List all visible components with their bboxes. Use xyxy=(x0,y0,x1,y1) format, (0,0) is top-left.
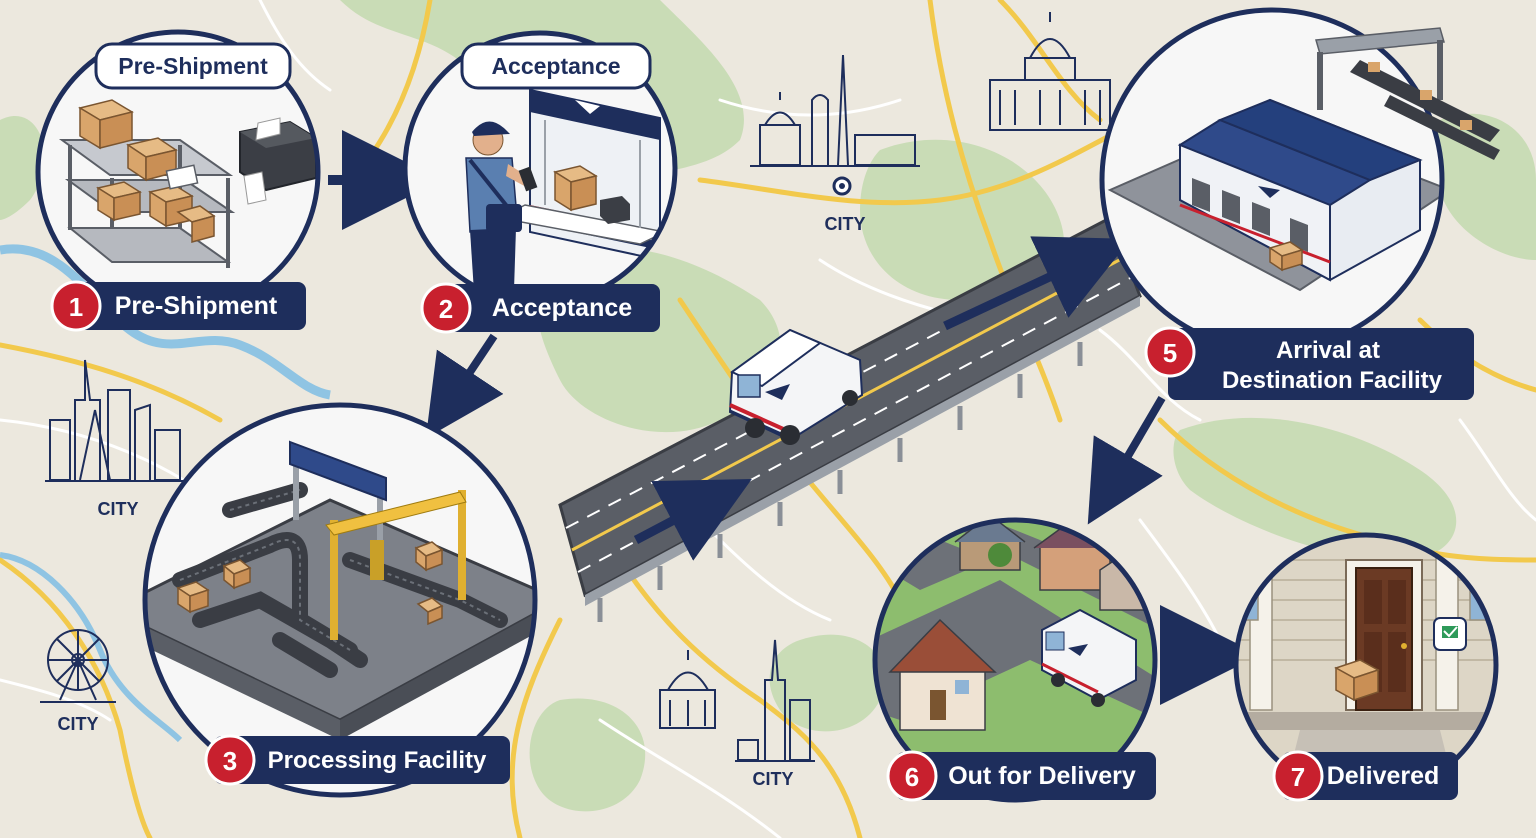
step-6-out-for-delivery: 6 Out for Delivery xyxy=(872,517,1158,803)
step-7-label: Delivered xyxy=(1327,762,1440,790)
svg-text:Acceptance: Acceptance xyxy=(491,53,620,79)
svg-text:Pre-Shipment: Pre-Shipment xyxy=(118,53,268,79)
city-icon-bottom xyxy=(659,639,815,762)
river xyxy=(0,244,331,400)
step-2-number-badge xyxy=(420,282,472,334)
sorting-gantry xyxy=(289,440,467,640)
city-capitol-top xyxy=(989,12,1111,131)
city-label-bottom: CITY xyxy=(752,769,793,789)
package-icon xyxy=(176,541,444,626)
package-icon xyxy=(1334,659,1380,702)
city-icon-top xyxy=(750,54,920,167)
city-icon-ferris xyxy=(40,629,116,703)
step-7-label-box xyxy=(1282,752,1458,800)
city-label-bottom-left: CITY xyxy=(57,714,98,734)
svg-text:5: 5 xyxy=(1163,338,1177,368)
step-7-number-badge xyxy=(1272,750,1324,802)
delivery-confirmation-icon xyxy=(1433,617,1467,651)
mail-truck-icon xyxy=(728,328,864,445)
step-6-label: Out for Delivery xyxy=(948,762,1136,790)
label-printer-icon xyxy=(239,117,317,205)
river-2 xyxy=(0,552,183,743)
step-3-processing-facility: 3 Processing Facility xyxy=(142,402,538,798)
step-3-label-box xyxy=(214,736,510,784)
sorting-machine-icon xyxy=(1315,27,1500,160)
package-icon xyxy=(553,165,598,212)
step-3-label: Processing Facility xyxy=(268,747,487,774)
house-icon xyxy=(888,618,997,731)
mail-truck-icon xyxy=(1041,608,1137,707)
svg-text:3: 3 xyxy=(223,746,237,776)
step-7-delivered: 7 Delivered xyxy=(1233,532,1499,802)
highway-arrow-1 xyxy=(633,479,752,561)
step-5-label-box xyxy=(1168,328,1474,400)
arrow-2-to-3 xyxy=(425,333,504,439)
arrow-5-to-6 xyxy=(1087,395,1166,525)
svg-text:6: 6 xyxy=(905,762,919,792)
step-6-label-box xyxy=(896,752,1156,800)
svg-text:2: 2 xyxy=(439,294,453,324)
step-1-pre-shipment: Pre-Shipment 1 Pre-Shipment xyxy=(35,29,321,332)
highway xyxy=(558,215,1142,622)
package-icon xyxy=(78,99,216,243)
postal-clerk-icon xyxy=(465,121,538,292)
step-1-label-box xyxy=(62,282,306,330)
step-6-number-badge xyxy=(886,750,938,802)
step-1-label: Pre-Shipment xyxy=(115,292,278,320)
step-5-label-line1: Arrival at xyxy=(1276,337,1380,364)
step-1-top-tag xyxy=(94,42,292,90)
step-5-number-badge xyxy=(1144,326,1196,378)
city-label-top: CITY xyxy=(824,214,865,234)
city-label-left: CITY xyxy=(97,499,138,519)
highway-arrow-2 xyxy=(943,236,1131,331)
svg-text:1: 1 xyxy=(69,292,83,322)
svg-text:7: 7 xyxy=(1291,762,1305,792)
city-icon-left xyxy=(45,359,185,482)
step-5-destination-facility: 5 Arrival at Destination Facility xyxy=(1099,7,1500,400)
step-2-acceptance: Acceptance 2 Acceptance xyxy=(402,30,678,334)
step-3-number-badge xyxy=(204,734,256,786)
step-1-number-badge xyxy=(50,280,102,332)
step-2-label-box xyxy=(434,284,660,332)
step-5-label-line2: Destination Facility xyxy=(1222,367,1443,394)
step-2-top-tag xyxy=(460,42,652,90)
package-icon xyxy=(1268,241,1304,272)
step-2-label: Acceptance xyxy=(492,294,632,322)
